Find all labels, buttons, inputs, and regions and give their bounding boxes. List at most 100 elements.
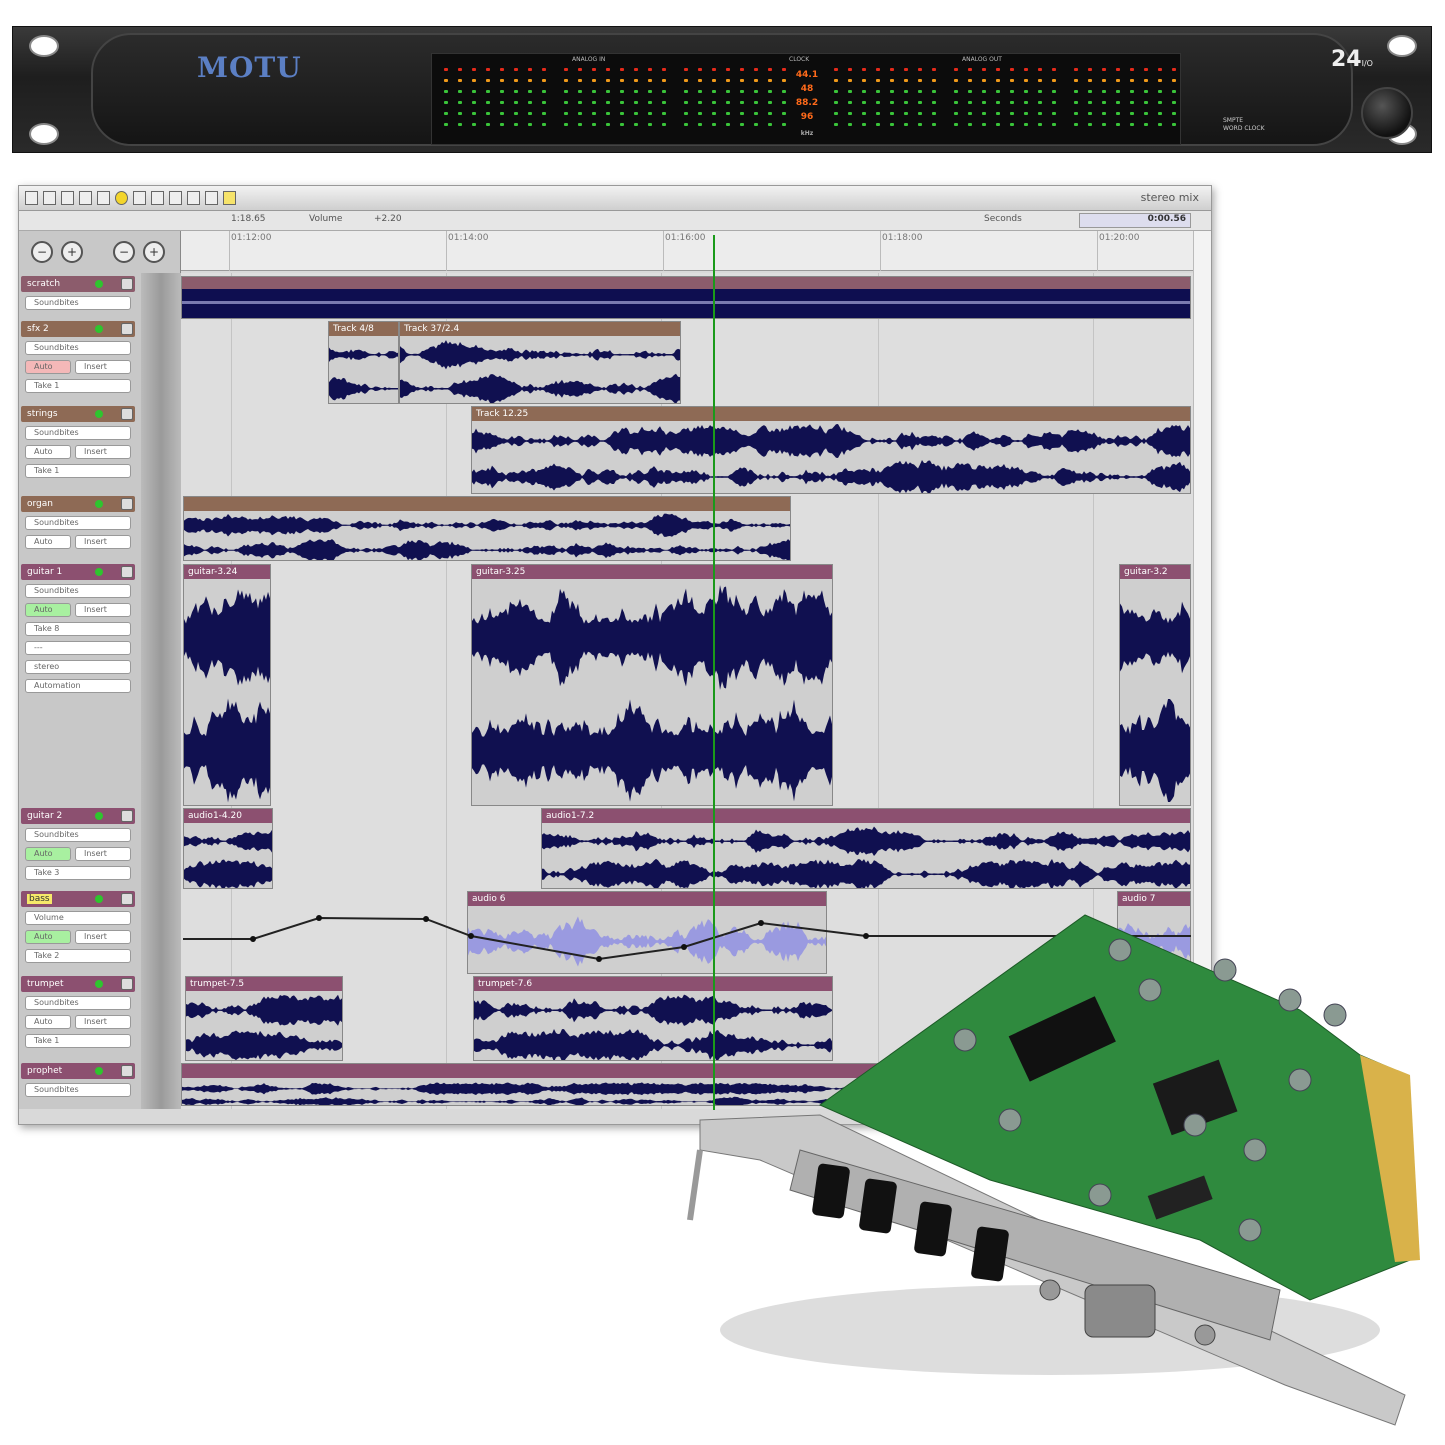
track-settings-button[interactable] bbox=[121, 566, 133, 578]
insert-menu[interactable]: Insert bbox=[75, 445, 131, 459]
record-enable-button[interactable] bbox=[95, 812, 103, 820]
track-settings-button[interactable] bbox=[121, 893, 133, 905]
audio-clip[interactable]: Track 37/2.4 bbox=[399, 321, 681, 404]
audio-clip[interactable]: guitar-3.24 bbox=[183, 564, 271, 806]
track-name-scratch[interactable]: scratch bbox=[21, 276, 135, 292]
automation-line[interactable] bbox=[183, 916, 1191, 961]
insert-menu[interactable]: Insert bbox=[75, 603, 131, 617]
track-name-bass[interactable]: bass bbox=[21, 891, 135, 907]
insert-menu[interactable]: Insert bbox=[75, 1015, 131, 1029]
sequence-tool-icon[interactable] bbox=[169, 191, 182, 205]
record-enable-button[interactable] bbox=[95, 1067, 103, 1075]
audio-clip[interactable] bbox=[183, 496, 791, 561]
audio-clip[interactable]: guitar-3.25 bbox=[471, 564, 833, 806]
audio-clip[interactable]: guitar-3.2 bbox=[1119, 564, 1191, 806]
automation-toggle[interactable]: Auto bbox=[25, 847, 71, 861]
audio-clip[interactable]: trumpet-7.6 bbox=[473, 976, 833, 1061]
track-field-menu[interactable]: Soundbites bbox=[25, 296, 131, 310]
track-settings-button[interactable] bbox=[121, 498, 133, 510]
record-enable-button[interactable] bbox=[95, 895, 103, 903]
track-field-menu[interactable]: Volume bbox=[25, 911, 131, 925]
track-name-strings[interactable]: strings bbox=[21, 406, 135, 422]
track-name-guitar-1[interactable]: guitar 1 bbox=[21, 564, 135, 580]
audio-clip[interactable]: Track 4/8 bbox=[328, 321, 399, 404]
zoom-out-horizontal-button[interactable]: − bbox=[113, 241, 135, 263]
track-name-prophet[interactable]: prophet bbox=[21, 1063, 135, 1079]
record-tool-icon[interactable] bbox=[115, 191, 128, 205]
track-field-menu[interactable]: Take 1 bbox=[25, 1034, 131, 1048]
automation-toggle[interactable]: Auto bbox=[25, 603, 71, 617]
zoom-in-vertical-button[interactable]: + bbox=[61, 241, 83, 263]
track-name-guitar-2[interactable]: guitar 2 bbox=[21, 808, 135, 824]
marker-tool-icon[interactable] bbox=[133, 191, 146, 205]
track-settings-button[interactable] bbox=[121, 978, 133, 990]
record-enable-button[interactable] bbox=[95, 325, 103, 333]
pencil-tool-icon[interactable] bbox=[43, 191, 56, 205]
track-field-menu[interactable]: Soundbites bbox=[25, 996, 131, 1010]
automation-point[interactable] bbox=[250, 936, 256, 942]
zoom-out-vertical-button[interactable]: − bbox=[31, 241, 53, 263]
track-field-menu[interactable]: stereo bbox=[25, 660, 131, 674]
track-field-menu[interactable]: Soundbites bbox=[25, 1083, 131, 1097]
audio-clip[interactable]: audio 6 bbox=[467, 891, 827, 974]
automation-toggle[interactable]: Auto bbox=[25, 535, 71, 549]
time-format-menu[interactable]: Seconds bbox=[984, 214, 1022, 224]
automation-point[interactable] bbox=[423, 916, 429, 922]
loop-tool-icon[interactable] bbox=[79, 191, 92, 205]
track-settings-button[interactable] bbox=[121, 1065, 133, 1077]
insert-menu[interactable]: Insert bbox=[75, 535, 131, 549]
insert-menu[interactable]: Insert bbox=[75, 847, 131, 861]
audio-clip[interactable]: Track 12.25 bbox=[471, 406, 1191, 494]
edit-tool-icon[interactable] bbox=[61, 191, 74, 205]
track-field-menu[interactable]: --- bbox=[25, 641, 131, 655]
insert-menu[interactable]: Insert bbox=[75, 360, 131, 374]
track-field-menu[interactable]: Automation bbox=[25, 679, 131, 693]
zoom-in-horizontal-button[interactable]: + bbox=[143, 241, 165, 263]
automation-toggle[interactable]: Auto bbox=[25, 360, 71, 374]
track-settings-button[interactable] bbox=[121, 278, 133, 290]
zoom-tool-icon[interactable] bbox=[97, 191, 110, 205]
track-field-menu[interactable]: Take 1 bbox=[25, 379, 131, 393]
track-name-organ[interactable]: organ bbox=[21, 496, 135, 512]
automation-point[interactable] bbox=[596, 956, 602, 962]
vertical-scrollbar[interactable] bbox=[1193, 231, 1211, 1109]
audio-clip[interactable]: trumpet-7.5 bbox=[185, 976, 343, 1061]
track-field-menu[interactable]: Take 1 bbox=[25, 464, 131, 478]
fader-column[interactable] bbox=[141, 273, 181, 1109]
track-field-menu[interactable]: Soundbites bbox=[25, 341, 131, 355]
arrow-tool-icon[interactable] bbox=[25, 191, 38, 205]
automation-point[interactable] bbox=[681, 944, 687, 950]
playhead-cursor[interactable] bbox=[713, 235, 715, 1110]
record-enable-button[interactable] bbox=[95, 568, 103, 576]
automation-toggle[interactable]: Auto bbox=[25, 930, 71, 944]
record-enable-button[interactable] bbox=[95, 980, 103, 988]
folder-tool-icon[interactable] bbox=[223, 191, 236, 205]
counter-mode[interactable]: Volume bbox=[309, 214, 343, 224]
automation-point[interactable] bbox=[863, 933, 869, 939]
record-enable-button[interactable] bbox=[95, 500, 103, 508]
track-field-menu[interactable]: Take 2 bbox=[25, 949, 131, 963]
track-field-menu[interactable]: Soundbites bbox=[25, 426, 131, 440]
record-enable-button[interactable] bbox=[95, 410, 103, 418]
track-name-trumpet[interactable]: trumpet bbox=[21, 976, 135, 992]
track-settings-button[interactable] bbox=[121, 323, 133, 335]
note-tool-icon[interactable] bbox=[205, 191, 218, 205]
track-field-menu[interactable]: Soundbites bbox=[25, 584, 131, 598]
record-enable-button[interactable] bbox=[95, 280, 103, 288]
automation-toggle[interactable]: Auto bbox=[25, 445, 71, 459]
automation-point[interactable] bbox=[468, 933, 474, 939]
volume-knob[interactable] bbox=[1361, 87, 1413, 139]
track-field-menu[interactable]: Soundbites bbox=[25, 516, 131, 530]
audio-clip[interactable]: audio1-7.2 bbox=[541, 808, 1191, 889]
automation-toggle[interactable]: Auto bbox=[25, 1015, 71, 1029]
volume-automation[interactable] bbox=[181, 273, 1193, 1109]
track-name-sfx-2[interactable]: sfx 2 bbox=[21, 321, 135, 337]
layout-tool-icon[interactable] bbox=[187, 191, 200, 205]
track-settings-button[interactable] bbox=[121, 408, 133, 420]
mixer-tool-icon[interactable] bbox=[151, 191, 164, 205]
track-field-menu[interactable]: Soundbites bbox=[25, 828, 131, 842]
audio-clip[interactable]: audio1-4.20 bbox=[183, 808, 273, 889]
audio-clip[interactable] bbox=[181, 276, 1191, 319]
